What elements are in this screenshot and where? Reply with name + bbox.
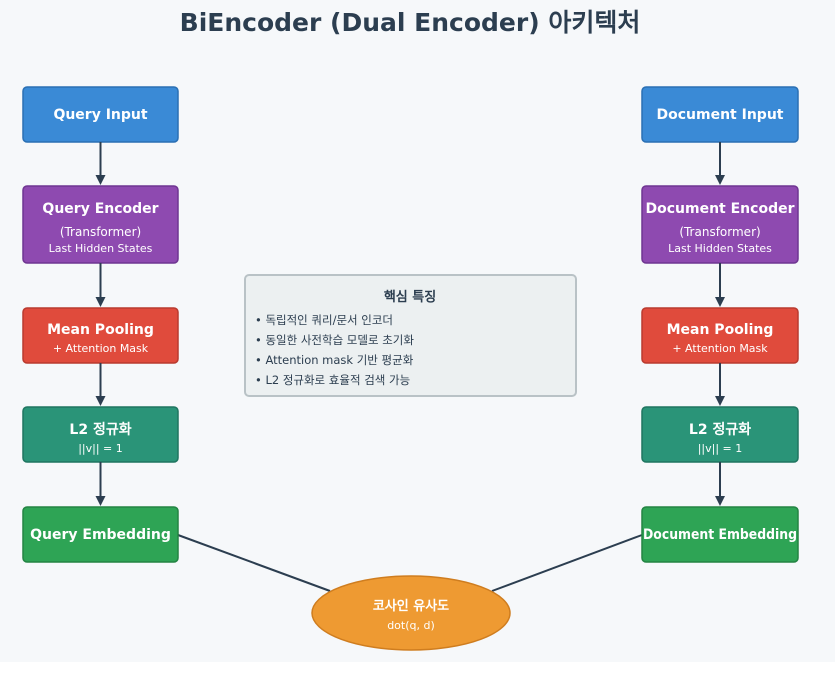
feature-item: • 동일한 사전학습 모델로 초기화: [255, 333, 414, 347]
query-encoder-label: Query Encoder: [42, 201, 158, 217]
query-norm-box: L2 정규화 ||v|| = 1: [22, 406, 179, 463]
feature-item: • L2 정규화로 효율적 검색 가능: [255, 373, 410, 387]
document-encoder-box: Document Encoder (Transformer) Last Hidd…: [641, 185, 799, 264]
document-norm-label: L2 정규화: [689, 421, 751, 438]
similarity-sub: dot(q, d): [387, 619, 435, 632]
document-encoder-label: Document Encoder: [646, 201, 795, 217]
page-title: BiEncoder (Dual Encoder) 아키텍처: [180, 8, 641, 37]
features-title: 핵심 특징: [384, 289, 436, 305]
query-embedding-box: Query Embedding: [22, 506, 179, 563]
query-encoder-box: Query Encoder (Transformer) Last Hidden …: [22, 185, 179, 264]
feature-item: • 독립적인 쿼리/문서 인코더: [255, 313, 393, 327]
document-encoder-sub1: (Transformer): [679, 225, 760, 239]
query-input-box: Query Input: [22, 86, 179, 143]
feature-item: • Attention mask 기반 평균화: [255, 353, 414, 367]
query-input-label: Query Input: [53, 107, 147, 123]
query-encoder-sub2: Last Hidden States: [49, 242, 153, 255]
document-pooling-label: Mean Pooling: [667, 322, 774, 338]
document-norm-box: L2 정규화 ||v|| = 1: [641, 406, 799, 463]
document-embedding-box: Document Embedding: [641, 506, 799, 563]
similarity-node: 코사인 유사도 dot(q, d): [311, 575, 511, 651]
document-input-label: Document Input: [657, 107, 784, 123]
query-pooling-label: Mean Pooling: [47, 322, 154, 338]
document-pooling-box: Mean Pooling + Attention Mask: [641, 307, 799, 364]
features-panel: 핵심 특징 • 독립적인 쿼리/문서 인코더 • 동일한 사전학습 모델로 초기…: [244, 274, 577, 397]
document-to-similarity-line: [491, 534, 643, 592]
query-to-similarity-line: [177, 534, 331, 592]
query-norm-label: L2 정규화: [69, 421, 131, 438]
document-input-box: Document Input: [641, 86, 799, 143]
document-pooling-sub: + Attention Mask: [672, 342, 768, 355]
query-pooling-box: Mean Pooling + Attention Mask: [22, 307, 179, 364]
document-encoder-sub2: Last Hidden States: [668, 242, 772, 255]
query-pooling-sub: + Attention Mask: [53, 342, 149, 355]
query-norm-sub: ||v|| = 1: [78, 442, 123, 455]
document-norm-sub: ||v|| = 1: [698, 442, 743, 455]
similarity-title: 코사인 유사도: [373, 598, 449, 614]
document-embedding-label: Document Embedding: [643, 527, 797, 543]
query-encoder-sub1: (Transformer): [60, 225, 141, 239]
query-embedding-label: Query Embedding: [30, 527, 171, 543]
